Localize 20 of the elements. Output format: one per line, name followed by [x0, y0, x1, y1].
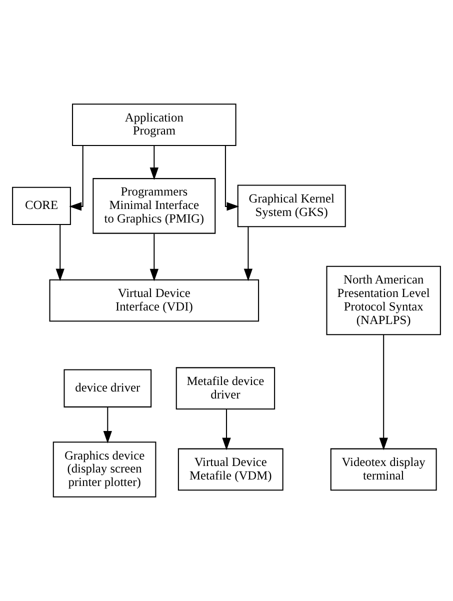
node-box: Graphics device (display screen printer plotter) — [52, 442, 156, 498]
node-box: Programmers Minimal Interface to Graphics (PMIG) — [92, 178, 216, 234]
node-box: Metafile device driver — [176, 367, 276, 410]
node-box: Virtual Device Interface (VDI) — [49, 279, 260, 322]
arrow — [150, 146, 158, 180]
arrow — [222, 409, 231, 450]
arrow — [379, 334, 388, 450]
arrow — [244, 226, 253, 282]
node-box: North American Presentation Level Protocol Syntax (NAPLPS) — [326, 266, 441, 336]
arrow — [103, 407, 112, 444]
node-box: device driver — [64, 369, 152, 408]
node-box: Application Program — [72, 104, 236, 146]
node-box: Virtual Device Metafile (VDM) — [178, 448, 284, 491]
node-box: Graphical Kernel System (GKS) — [237, 184, 346, 228]
node-box: CORE — [12, 186, 71, 226]
node-box: Videotex display terminal — [330, 448, 437, 491]
arrow — [150, 234, 158, 282]
arrow — [56, 224, 64, 282]
arrow — [69, 146, 84, 211]
arrow — [224, 146, 240, 211]
